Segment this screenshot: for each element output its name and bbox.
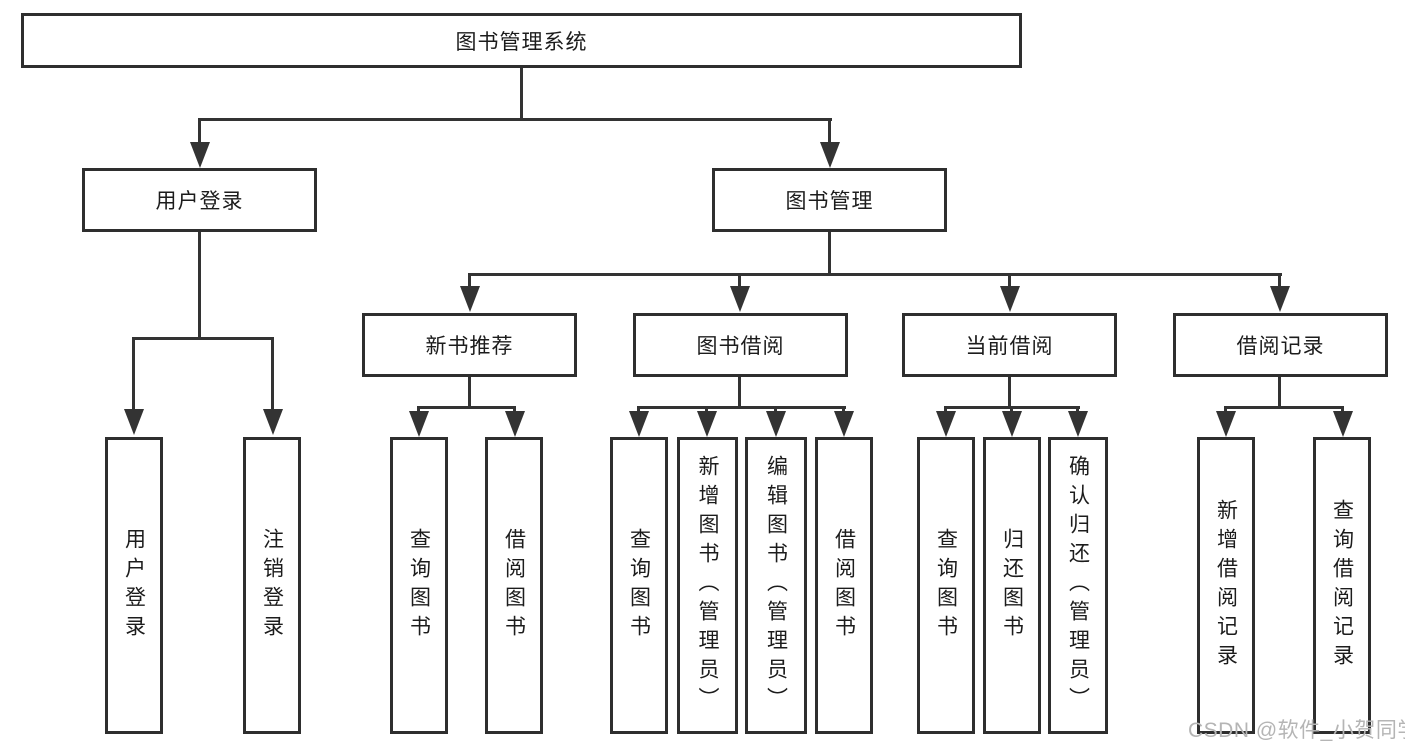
node-current-borrow: 当前借阅 [902, 313, 1117, 377]
connector-arrow [774, 409, 777, 411]
connector-line [132, 337, 274, 340]
leaf-logout: 注销登录 [243, 437, 301, 734]
connector-line [417, 406, 516, 409]
node-book-borrow: 图书借阅 [633, 313, 848, 377]
connector-arrow [705, 409, 708, 411]
connector-arrow [738, 276, 741, 286]
connector-arrow [1224, 409, 1227, 411]
connector-line [944, 406, 1080, 409]
node-new-book-recommend: 新书推荐 [362, 313, 577, 377]
leaf-query-books: 查询图书 [917, 437, 975, 734]
connector-arrow [468, 276, 471, 286]
connector-arrow [1341, 409, 1344, 411]
csdn-watermark: CSDN @软件_小贺同学 [1188, 719, 1405, 742]
leaf-borrow-books: 借阅图书 [485, 437, 543, 734]
connector-line [198, 232, 201, 337]
connector-line [198, 118, 832, 121]
connector-arrow [637, 409, 640, 411]
leaf-return-books: 归还图书 [983, 437, 1041, 734]
connector-line [828, 232, 831, 276]
leaf-add-books-admin: 新增图书（管理员） [677, 437, 738, 734]
connector-arrow [842, 409, 845, 411]
connector-line [738, 377, 741, 406]
connector-line [1008, 377, 1011, 406]
leaf-query-books: 查询图书 [610, 437, 668, 734]
node-borrow-records: 借阅记录 [1173, 313, 1388, 377]
connector-arrow [132, 337, 135, 409]
connector-arrow [198, 118, 201, 142]
node-user-login: 用户登录 [82, 168, 317, 232]
leaf-user-login: 用户登录 [105, 437, 163, 734]
connector-line [1278, 377, 1281, 406]
connector-line [520, 68, 523, 118]
leaf-query-borrow-record: 查询借阅记录 [1313, 437, 1371, 734]
leaf-add-borrow-record: 新增借阅记录 [1197, 437, 1255, 734]
connector-arrow [828, 118, 831, 142]
node-book-management: 图书管理 [712, 168, 947, 232]
root-node: 图书管理系统 [21, 13, 1022, 68]
connector-line [468, 273, 1282, 276]
connector-line [468, 377, 471, 406]
connector-arrow [1008, 276, 1011, 286]
connector-arrow [1076, 409, 1079, 411]
leaf-borrow-books: 借阅图书 [815, 437, 873, 734]
connector-arrow [944, 409, 947, 411]
leaf-query-books: 查询图书 [390, 437, 448, 734]
connector-arrow [417, 409, 420, 411]
connector-line [637, 406, 846, 409]
leaf-confirm-return-admin: 确认归还（管理员） [1048, 437, 1108, 734]
connector-arrow [271, 337, 274, 409]
leaf-edit-books-admin: 编辑图书（管理员） [745, 437, 807, 734]
connector-line [1224, 406, 1344, 409]
connector-arrow [1010, 409, 1013, 411]
connector-arrow [1278, 276, 1281, 286]
connector-arrow [513, 409, 516, 411]
